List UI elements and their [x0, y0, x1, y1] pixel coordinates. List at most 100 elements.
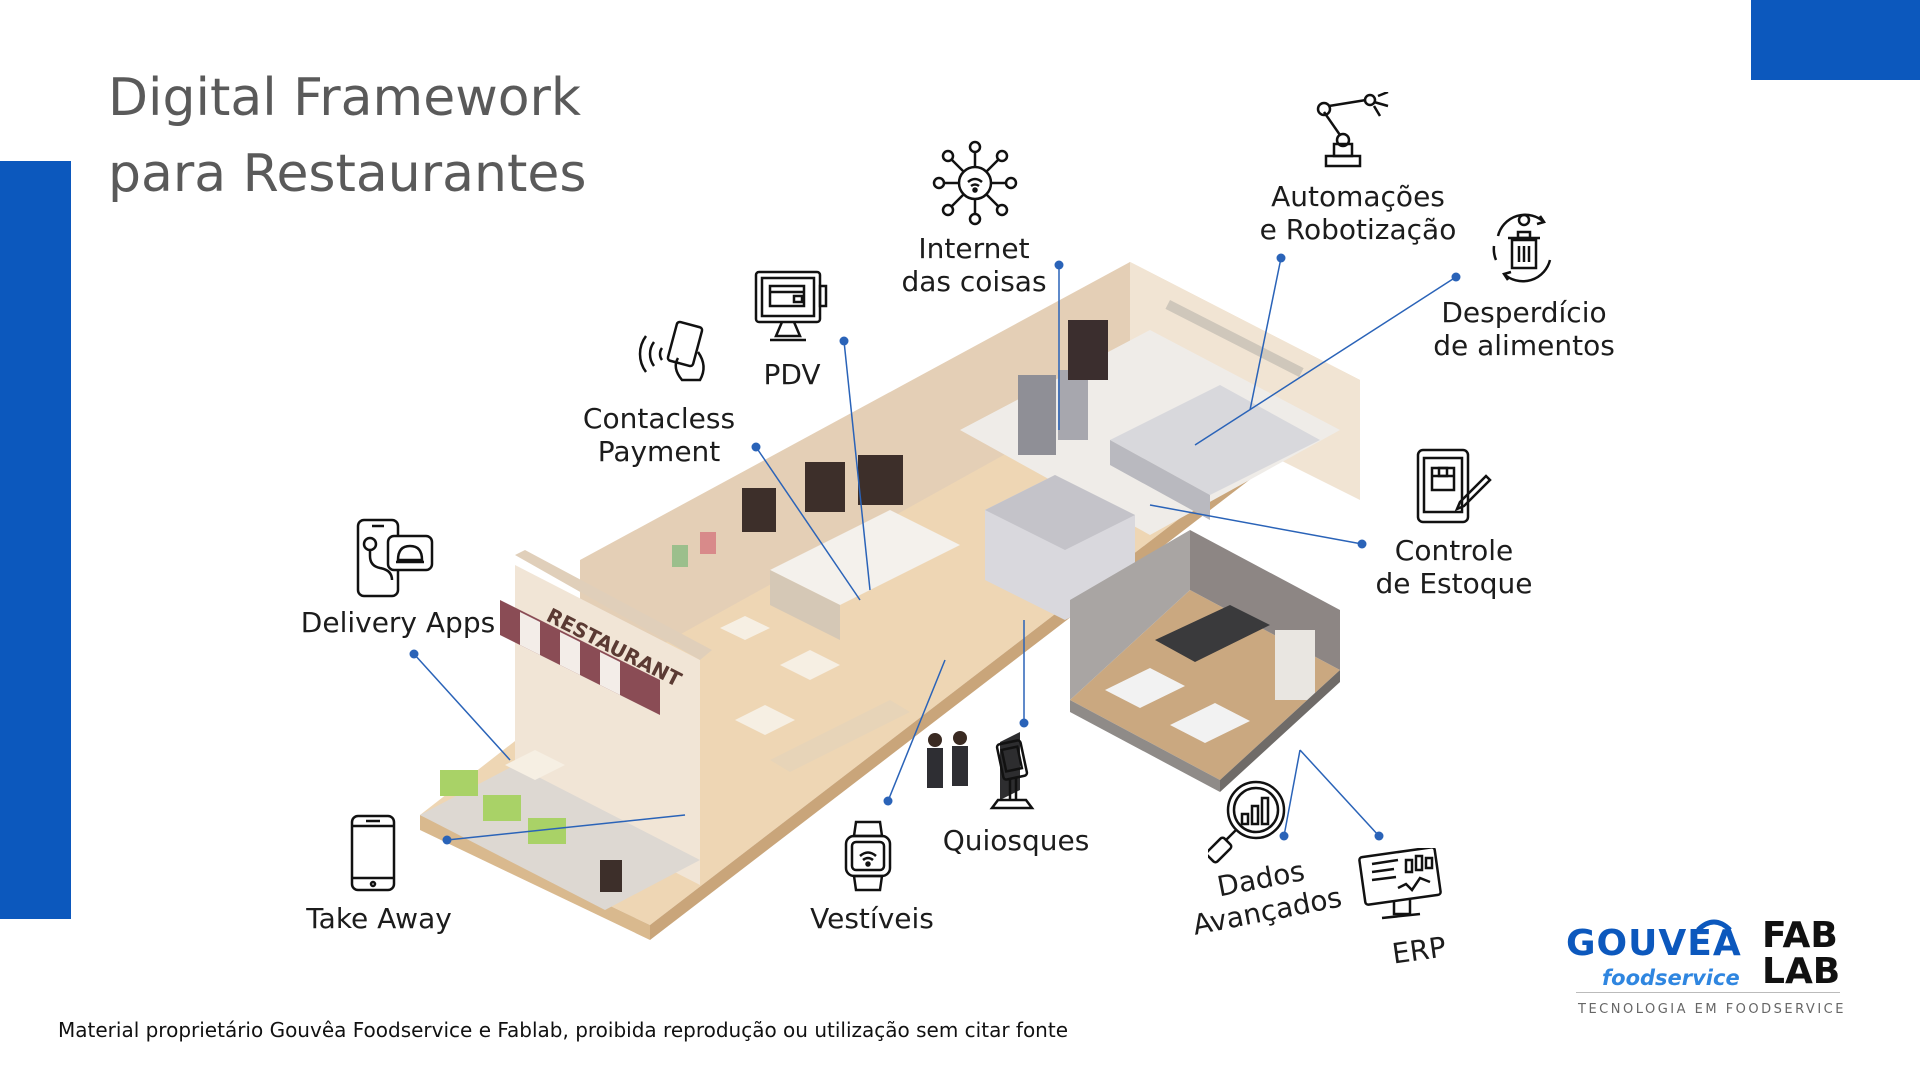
wall-art-1 — [672, 545, 688, 567]
label-pdv-line-1: PDV — [763, 358, 821, 391]
office-back-wall — [1070, 530, 1190, 700]
robot-arm-icon — [1316, 92, 1389, 168]
label-automation-line-1: Automações — [1271, 180, 1445, 213]
dining-table-3 — [735, 705, 795, 735]
label-stock-line-1: Controle — [1394, 534, 1514, 567]
office-floor-edge-right — [1220, 670, 1340, 792]
connector-contactless — [755, 446, 861, 601]
connector-takeaway — [446, 814, 686, 841]
title-line-1: Digital Framework — [108, 68, 582, 128]
gouvea-logo-subtext: foodservice — [1602, 966, 1740, 990]
left-accent-bar — [0, 161, 71, 919]
label-iot-line-2: das coisas — [901, 265, 1047, 298]
gouvea-logo-text: GOUVEA — [1566, 923, 1742, 964]
connector-wearables — [887, 659, 946, 802]
staff-1-body — [927, 748, 943, 788]
office-desk-2 — [1170, 703, 1250, 743]
iot-network-icon — [932, 140, 1018, 226]
connector-lines — [413, 257, 1457, 841]
connector-automation — [1249, 257, 1282, 411]
label-wearables: Vestíveis — [806, 902, 938, 935]
label-kiosks: Quiosques — [938, 824, 1094, 857]
connector-stock — [1149, 504, 1363, 545]
awning-stripes-2 — [560, 632, 580, 675]
staff-1-head — [928, 733, 942, 747]
fablab-logo-lab: LAB — [1762, 951, 1841, 992]
kitchen-blackboard — [1068, 320, 1108, 380]
title-line-2: para Restaurantes — [108, 144, 587, 204]
smartwatch-icon — [844, 820, 892, 892]
kitchen-counter — [1110, 385, 1320, 495]
logo-tagline: TECNOLOGIA EM FOODSERVICE — [1578, 1002, 1846, 1017]
label-automation: Automações e Robotização — [1246, 180, 1470, 246]
connector-data — [1283, 749, 1301, 837]
cold-room-top — [985, 475, 1135, 550]
label-waste-line-2: de alimentos — [1433, 329, 1615, 362]
staff-2-head — [953, 731, 967, 745]
server-rack-2 — [1058, 370, 1088, 440]
connector-pdv — [843, 340, 871, 591]
label-stock-line-2: de Estoque — [1375, 567, 1533, 600]
gouvea-logo: GOUVEA foodservice — [1566, 919, 1742, 990]
page-title: Digital Framework para Restaurantes — [108, 60, 586, 212]
self-service-kiosk-icon — [989, 739, 1035, 810]
label-contactless-line-2: Payment — [597, 435, 721, 468]
terrace-board — [600, 860, 622, 892]
footer-disclaimer: Material proprietário Gouvêa Foodservice… — [58, 1018, 1068, 1042]
planter-1 — [440, 770, 478, 796]
dining-bench — [770, 700, 910, 772]
connector-erp — [1299, 749, 1380, 837]
fablab-logo: FAB LAB — [1762, 918, 1848, 990]
label-takeaway: Take Away — [296, 902, 462, 935]
awning-stripes — [520, 612, 540, 655]
label-automation-line-2: e Robotização — [1259, 213, 1457, 246]
back-wall-left — [580, 262, 1130, 690]
floor-right-edge — [650, 380, 1360, 940]
smartphone-icon — [350, 814, 396, 892]
connector-waste — [1194, 276, 1457, 446]
menu-board-3 — [858, 455, 903, 505]
dining-counter — [770, 510, 960, 605]
logo-divider — [1576, 992, 1840, 993]
label-waste: Desperdício de alimentos — [1424, 296, 1624, 362]
top-accent-bar — [1751, 0, 1920, 80]
connector-delivery — [413, 653, 511, 761]
dining-table-1 — [720, 616, 770, 640]
dining-counter-front — [770, 570, 840, 640]
delivery-app-phone-icon — [356, 518, 434, 598]
data-analytics-magnifier-icon — [1208, 780, 1286, 864]
fablab-logo-fab: FAB — [1762, 915, 1838, 956]
planter-2 — [483, 795, 521, 821]
kitchen-shelf — [1165, 299, 1304, 378]
label-iot: Internet das coisas — [894, 232, 1054, 298]
office-shelf — [1275, 630, 1315, 700]
label-kiosks-line-1: Quiosques — [942, 824, 1090, 857]
label-pdv: PDV — [752, 358, 832, 391]
awning-stripes-3 — [600, 652, 620, 695]
office-floor — [1070, 590, 1340, 780]
office-desk-1 — [1105, 668, 1185, 708]
label-contactless-line-1: Contacless — [582, 402, 736, 435]
floor-front-edge — [420, 815, 650, 940]
gouvea-logo-arc-icon — [1696, 919, 1732, 932]
menu-board-2 — [805, 462, 845, 512]
connector-dots — [409, 253, 1461, 845]
label-delivery: Delivery Apps — [296, 606, 500, 639]
menu-board-1 — [742, 488, 776, 532]
inventory-tablet-icon — [1416, 448, 1492, 524]
wall-art-2 — [700, 532, 716, 554]
contactless-payment-icon — [638, 320, 705, 382]
label-takeaway-line-1: Take Away — [306, 902, 452, 935]
office-sofa — [1155, 605, 1270, 662]
waste-recycle-icon — [1492, 213, 1552, 283]
label-iot-line-1: Internet — [918, 232, 1030, 265]
label-wearables-line-1: Vestíveis — [810, 902, 934, 935]
label-stock: Controle de Estoque — [1364, 534, 1544, 600]
label-delivery-line-1: Delivery Apps — [300, 606, 496, 639]
staff-2-body — [952, 746, 968, 786]
office-floor-edge — [1070, 700, 1220, 792]
erp-monitor-icon — [1358, 848, 1442, 920]
dining-table-2 — [780, 650, 840, 680]
label-waste-line-1: Desperdício — [1441, 296, 1607, 329]
